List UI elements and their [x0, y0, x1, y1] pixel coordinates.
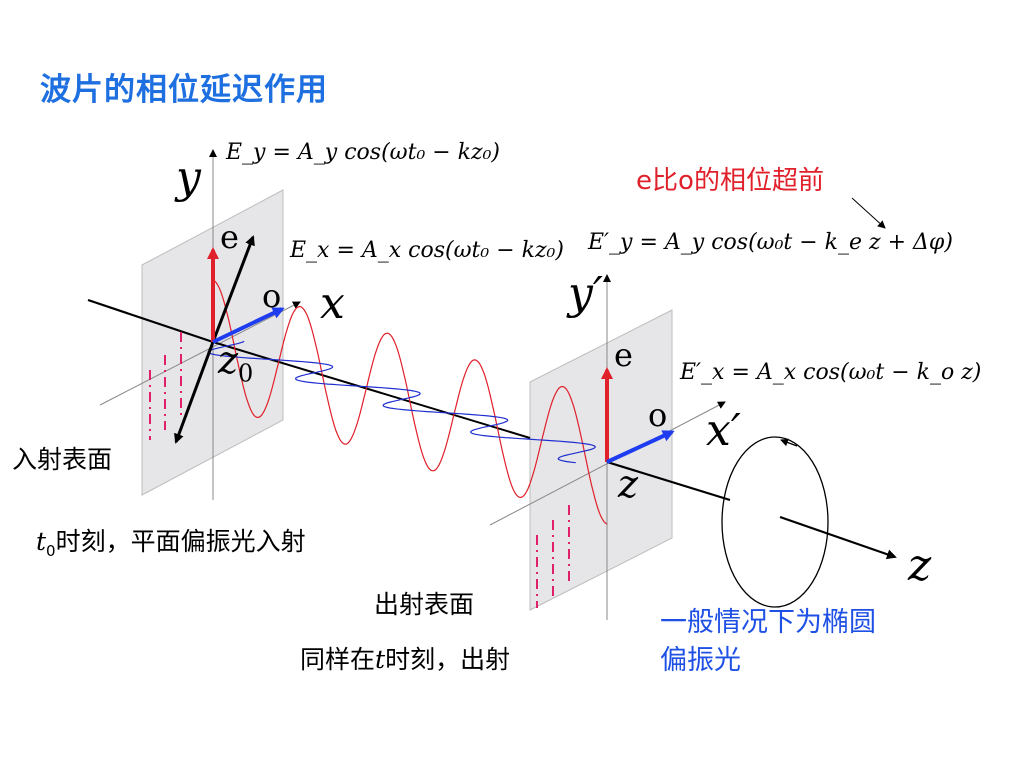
exit-surface-label: 出射表面: [374, 590, 475, 619]
axis-label-y-exit: y′: [568, 268, 603, 319]
formula-ex-incident: E_x = A_x cos(ωt₀ − kz₀): [290, 238, 564, 263]
incident-o-vector: [212, 307, 285, 344]
exit-caption-b: 时刻，出射: [385, 645, 511, 674]
incident-dash-lines: [149, 332, 182, 440]
incident-x-axis: [99, 301, 301, 406]
formula-ex-exit-text: E′_x = A_x cos(ω₀t − k_o z): [680, 360, 982, 385]
formula-ey-exit: E′_y = A_y cos(ω₀t − k_e z + Δφ): [588, 230, 953, 255]
axis-label-z-incident-sub: 0: [238, 359, 254, 388]
formula-ex-exit: E′_x = A_x cos(ω₀t − k_o z): [680, 360, 981, 385]
formula-ey-incident: E_y = A_y cos(ωt₀ − kz₀): [226, 140, 500, 165]
exit-plate: [529, 309, 673, 611]
z-axis-line-inside: [212, 341, 531, 439]
phase-note-rest: 的相位超前: [693, 166, 824, 196]
phase-note-e: e: [636, 166, 652, 196]
red-wave: [212, 279, 608, 525]
axis-label-y-incident: y: [176, 152, 201, 203]
phase-note-o: o: [678, 166, 694, 196]
z-axis-line-back: [606, 460, 731, 502]
formula-ey-incident-text: E_y = A_y cos(ωt₀ − kz₀): [226, 140, 501, 165]
exit-dash-lines: [536, 505, 570, 608]
exit-o-vector: [606, 430, 675, 464]
phase-note-pointer: [851, 197, 886, 229]
exit-caption-a: 同样在: [300, 645, 376, 674]
z-axis-arrow: [779, 515, 897, 560]
vector-label-e-incident: e: [220, 218, 239, 256]
phase-note: e比o的相位超前: [636, 160, 824, 197]
axis-label-z-incident: z0: [218, 338, 253, 388]
incident-caption-rest: 时刻，平面偏振光入射: [55, 527, 306, 556]
polarization-ellipse: [721, 436, 829, 608]
vector-label-o-exit: o: [648, 396, 668, 434]
axis-label-x-exit: x′: [706, 405, 741, 456]
page-title: 波片的相位延迟作用: [40, 72, 328, 108]
incident-caption-sub: 0: [46, 542, 56, 560]
ellipse-note-line2: 偏振光: [660, 645, 741, 676]
incident-polarization-vector-back: [174, 341, 215, 444]
axis-label-z-exit: z: [618, 462, 639, 506]
exit-x-axis: [489, 401, 726, 526]
ellipse-rotation-arrow: [780, 438, 798, 447]
incident-polarization-vector: [211, 235, 255, 343]
ellipse-note-line1: 一般情况下为椭圆: [660, 607, 876, 638]
formula-ex-incident-text: E_x = A_x cos(ωt₀ − kz₀): [290, 238, 564, 263]
axis-label-z-main: z: [908, 540, 932, 591]
incident-surface-label: 入射表面: [12, 445, 113, 474]
vector-label-e-exit: e: [614, 336, 633, 374]
blue-wave: [207, 340, 596, 464]
phase-note-mid: 比: [652, 166, 679, 196]
vector-label-o-incident: o: [262, 277, 282, 315]
axis-label-z-incident-main: z: [218, 338, 239, 382]
z-axis-line-front: [87, 298, 214, 344]
axis-label-x-incident: x: [320, 278, 345, 329]
incident-caption-t: t: [36, 527, 47, 556]
exit-caption-t: t: [375, 645, 386, 674]
exit-caption: 同样在t时刻，出射: [300, 640, 510, 676]
formula-ey-exit-text: E′_y = A_y cos(ω₀t − k_e z + Δφ): [588, 230, 953, 255]
incident-caption: t0时刻，平面偏振光入射: [36, 522, 306, 560]
